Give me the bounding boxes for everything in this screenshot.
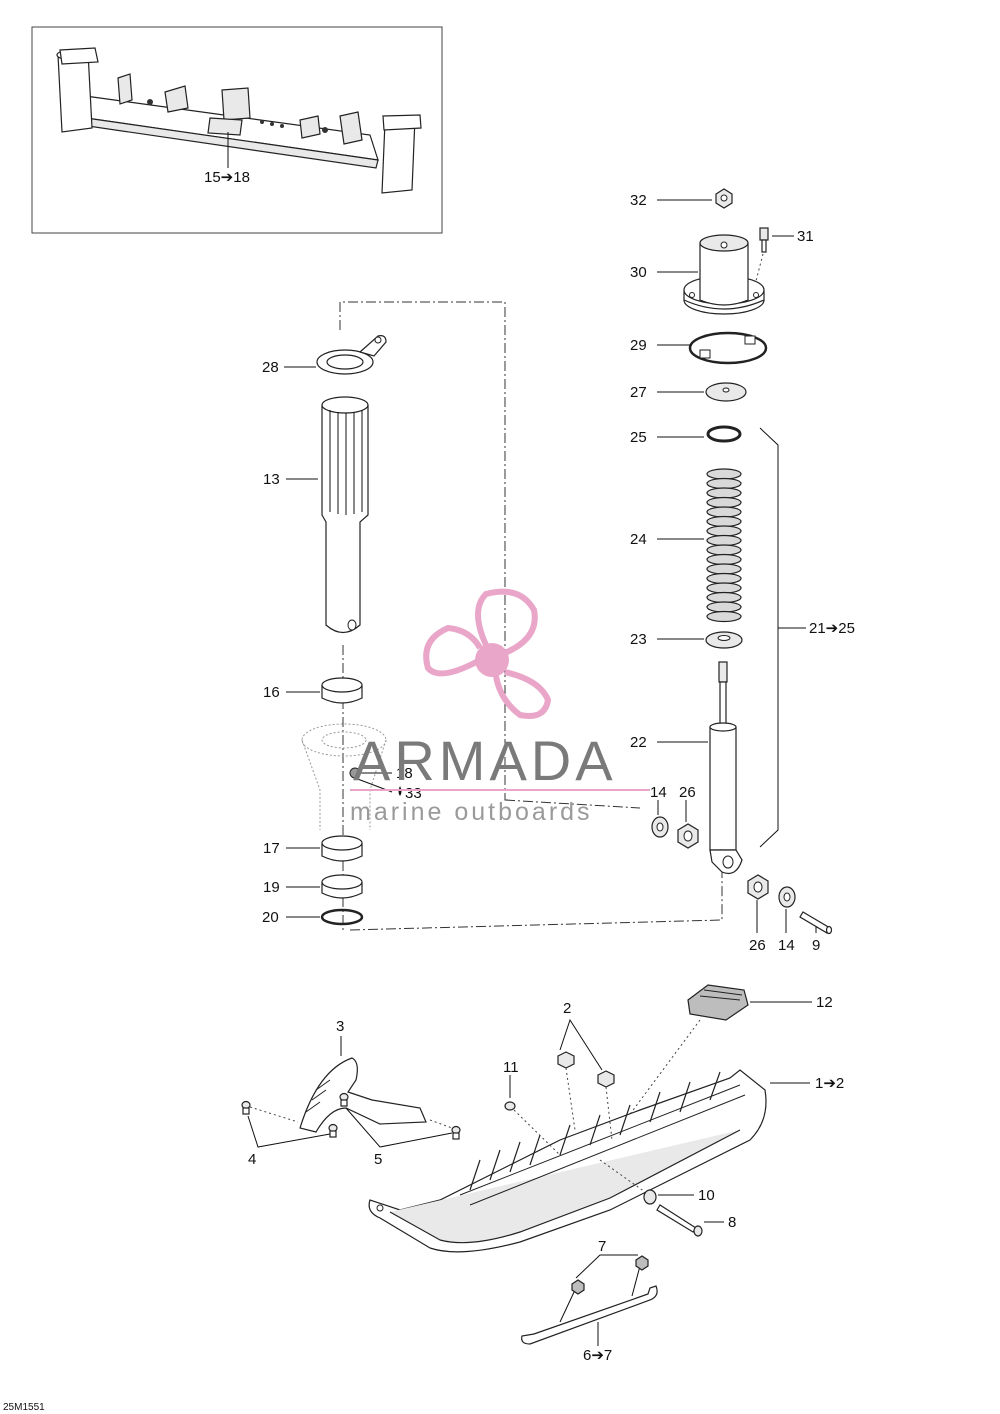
part-25-keeper <box>706 425 742 443</box>
part-1-ski <box>368 1069 767 1253</box>
part-10-washer <box>643 1189 657 1205</box>
label-5: 5 <box>374 1151 382 1168</box>
part-8-bolt <box>656 1204 703 1237</box>
logo-hub <box>475 643 509 677</box>
part-30-top-mount <box>683 234 765 315</box>
part-14-washer-front <box>651 816 669 838</box>
label-12: 12 <box>816 994 833 1011</box>
part-32-nut <box>715 188 733 209</box>
part-6-runner <box>521 1265 658 1345</box>
label-23: 23 <box>630 631 647 648</box>
label-9: 9 <box>812 937 820 954</box>
label-28: 28 <box>262 359 279 376</box>
label-7: 7 <box>598 1238 606 1255</box>
label-24: 24 <box>630 531 647 548</box>
part-26-bushing-front <box>677 823 699 849</box>
part-13-spindle <box>321 396 369 634</box>
spring-coil <box>706 553 742 566</box>
part-17-bushing <box>321 835 363 862</box>
label-16: 16 <box>263 684 280 701</box>
label-14-bottom: 14 <box>778 937 795 954</box>
label-27: 27 <box>630 384 647 401</box>
label-15-18: 15➔18 <box>204 169 250 186</box>
part-28-clamp <box>316 335 387 375</box>
logo-blade-top <box>475 588 538 658</box>
ski-assembly: 12 1➔2 3 4 <box>241 984 844 1364</box>
label-25: 25 <box>630 429 647 446</box>
label-19: 19 <box>263 879 280 896</box>
label-18: 18 <box>396 765 413 782</box>
label-2: 2 <box>563 1000 571 1017</box>
label-29: 29 <box>630 337 647 354</box>
spring-coil <box>706 496 742 509</box>
label-30: 30 <box>630 264 647 281</box>
part-7-nuts <box>571 1255 649 1295</box>
spring-coil <box>706 515 742 528</box>
spring-coil <box>706 563 742 575</box>
spring-coil <box>706 591 742 604</box>
label-26-top: 26 <box>679 784 696 801</box>
label-1-2: 1➔2 <box>815 1075 844 1092</box>
part-11-plug <box>504 1101 516 1111</box>
label-4: 4 <box>248 1151 256 1168</box>
part-26-bushing-rear <box>747 874 769 900</box>
part-3-handle <box>299 1057 427 1133</box>
label-17: 17 <box>263 840 280 857</box>
part-16-bushing <box>321 677 363 704</box>
label-6-7: 6➔7 <box>583 1347 612 1364</box>
part-2-nuts <box>557 1051 615 1088</box>
part-23-spring-seat <box>705 631 743 649</box>
logo-blade-left <box>423 624 483 677</box>
part-31-bolt <box>759 227 769 253</box>
label-20: 20 <box>262 909 279 926</box>
part-22-shock-absorber <box>709 661 743 875</box>
spring-coil <box>706 582 742 594</box>
label-31: 31 <box>797 228 814 245</box>
part-9-pin <box>799 911 833 935</box>
label-21-25: 21➔25 <box>809 620 855 637</box>
inset-panel: 15➔18 <box>31 26 443 234</box>
label-13: 13 <box>263 471 280 488</box>
part-4-bolts <box>241 1100 338 1138</box>
watermark: ARMADA marine outboards <box>350 588 650 826</box>
part-24-spring <box>706 468 742 623</box>
spring-coil <box>706 487 742 499</box>
label-32: 32 <box>630 192 647 209</box>
logo-blade-right <box>493 669 552 719</box>
label-10: 10 <box>698 1187 715 1204</box>
spring-coil <box>706 601 742 613</box>
spring-coil <box>706 544 742 556</box>
part-29-retainer <box>688 331 768 365</box>
label-11: 11 <box>503 1059 519 1076</box>
assembly-connection-lines <box>339 301 723 931</box>
spring-coil <box>706 525 742 537</box>
spring-coil <box>706 506 742 518</box>
part-5-bolts <box>339 1092 461 1140</box>
diagram-code: 25M1551 <box>3 1402 45 1413</box>
spring-coil <box>706 468 742 480</box>
watermark-tagline: marine outboards <box>350 798 593 826</box>
spring-coil <box>706 477 742 490</box>
label-3: 3 <box>336 1018 344 1035</box>
part-20-circlip <box>320 908 364 926</box>
label-22: 22 <box>630 734 647 751</box>
crossmember-illustration <box>56 47 422 194</box>
shock-assembly: 32 31 30 29 <box>630 188 855 954</box>
propeller-logo <box>423 588 552 719</box>
spindle-assembly: 28 13 16 <box>262 335 422 930</box>
spring-coil <box>706 534 742 547</box>
watermark-brand: ARMADA <box>353 729 617 792</box>
label-8: 8 <box>728 1214 736 1231</box>
part-12-pad <box>687 984 749 1021</box>
spring-coil <box>706 610 742 623</box>
part-27-washer <box>705 382 747 402</box>
part-19-bushing <box>321 874 363 899</box>
part-14-washer-rear <box>778 886 796 908</box>
label-26-bottom: 26 <box>749 937 766 954</box>
spring-coil <box>706 572 742 585</box>
label-14-top: 14 <box>650 784 667 801</box>
